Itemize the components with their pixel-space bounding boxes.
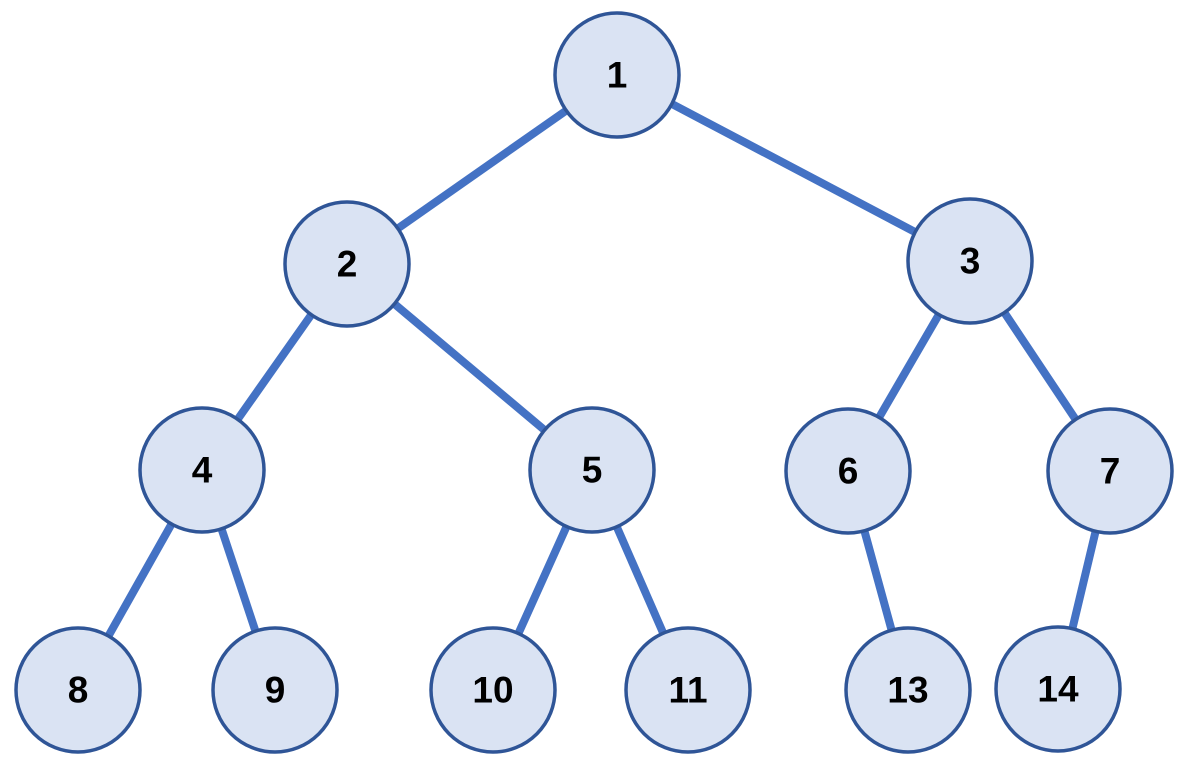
- tree-node-circle-9: [211, 626, 339, 754]
- tree-node-label-11: 11: [668, 670, 707, 711]
- tree-node-label-6: 6: [838, 451, 859, 492]
- tree-node-10: 10: [429, 626, 557, 754]
- tree-node-label-8: 8: [68, 670, 89, 711]
- tree-node-1: 1: [553, 11, 681, 139]
- tree-node-5: 5: [528, 406, 656, 534]
- tree-node-circle-4: [138, 406, 266, 534]
- tree-node-circle-10: [429, 626, 557, 754]
- tree-node-label-5: 5: [582, 450, 603, 491]
- tree-node-13: 13: [844, 626, 972, 754]
- tree-node-label-2: 2: [337, 244, 358, 285]
- tree-node-circle-3: [906, 197, 1034, 325]
- tree-node-label-4: 4: [192, 450, 213, 491]
- tree-node-circle-14: [994, 625, 1122, 753]
- tree-node-label-14: 14: [1037, 669, 1079, 710]
- tree-node-label-13: 13: [887, 670, 928, 711]
- tree-node-3: 3: [906, 197, 1034, 325]
- tree-node-11: 11: [624, 626, 752, 754]
- tree-node-label-9: 9: [265, 670, 286, 711]
- tree-node-circle-5: [528, 406, 656, 534]
- tree-edge-1-3: [615, 71, 972, 265]
- tree-node-9: 9: [211, 626, 339, 754]
- tree-node-label-7: 7: [1100, 451, 1121, 492]
- tree-node-7: 7: [1046, 407, 1174, 535]
- tree-node-4: 4: [138, 406, 266, 534]
- tree-node-circle-7: [1046, 407, 1174, 535]
- tree-node-circle-11: [624, 626, 752, 754]
- tree-node-label-10: 10: [472, 670, 513, 711]
- tree-node-label-1: 1: [607, 55, 628, 96]
- tree-node-2: 2: [283, 200, 411, 328]
- tree-nodes-layer: 1 2 3 4 5 6 7 8 9 10 11 13 14: [14, 11, 1174, 754]
- tree-node-circle-1: [553, 11, 681, 139]
- tree-node-6: 6: [784, 407, 912, 535]
- tree-node-circle-8: [14, 626, 142, 754]
- tree-node-14: 14: [994, 625, 1122, 753]
- tree-node-8: 8: [14, 626, 142, 754]
- tree-node-label-3: 3: [960, 241, 981, 282]
- tree-node-circle-2: [283, 200, 411, 328]
- tree-node-circle-6: [784, 407, 912, 535]
- tree-edges-layer: [74, 71, 1114, 692]
- tree-node-circle-13: [844, 626, 972, 754]
